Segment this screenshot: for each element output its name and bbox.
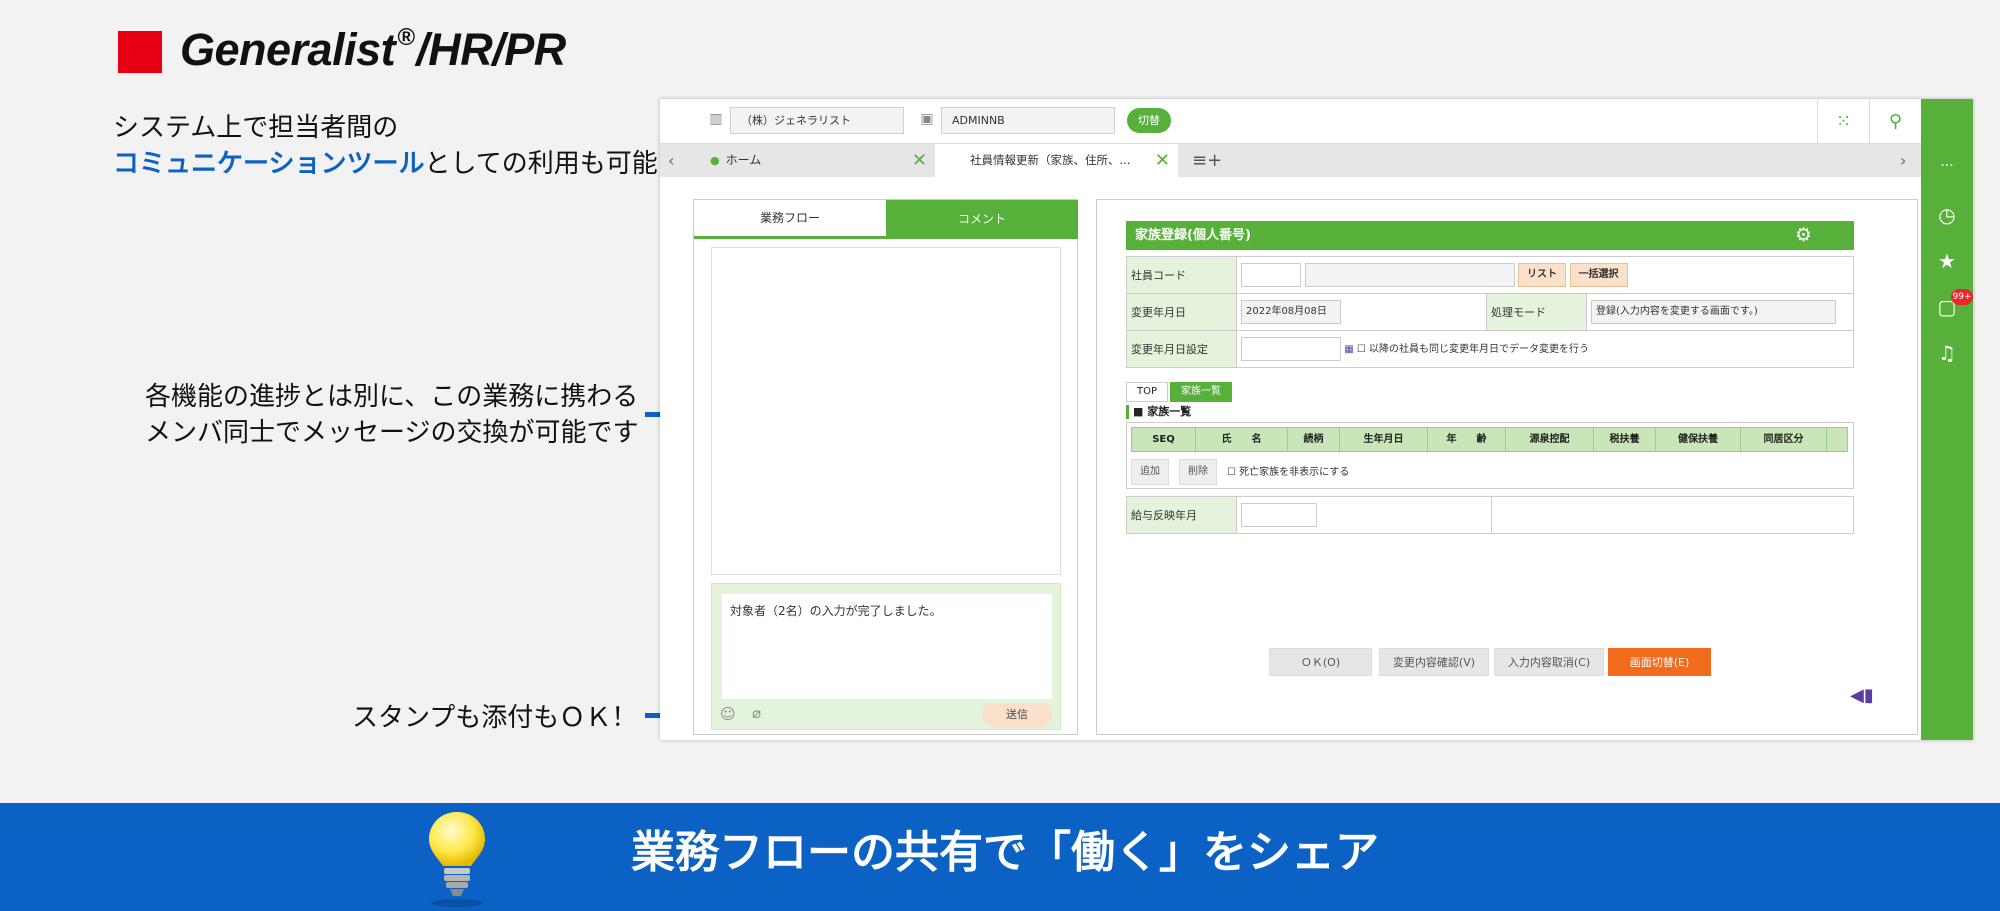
callout-message: 各機能の進捗とは別に、この業務に携わる メンバ同士でメッセージの交換が可能です — [145, 382, 639, 448]
col-cohabitation: 同居区分 — [1741, 428, 1827, 451]
intro-text: システム上で担当者間の コミュニケーションツールとしての利用も可能に。 — [113, 110, 710, 182]
tab-scroll-left-icon[interactable]: ‹ — [668, 151, 675, 170]
change-date-label: 変更年月日 — [1126, 293, 1237, 331]
company-field[interactable]: （株）ジェネラリスト — [730, 107, 904, 134]
close-icon[interactable]: ✕ — [911, 150, 927, 171]
banner-text: 業務フローの共有で「働く」をシェア — [631, 827, 1379, 878]
bottom-banner — [0, 803, 2000, 911]
compose-area: 対象者（2名）の入力が完了しました。 ☺ ⌀ 送信 — [711, 583, 1061, 730]
change-date-setting-input[interactable] — [1241, 337, 1341, 361]
bulk-select-button[interactable]: 一括選択 — [1569, 263, 1628, 287]
col-seq: SEQ — [1132, 428, 1196, 451]
col-health-dependent: 健保扶養 — [1656, 428, 1741, 451]
employee-code-label: 社員コード — [1126, 256, 1237, 294]
subtab-top[interactable]: TOP — [1126, 382, 1169, 402]
add-button[interactable]: 追加 — [1131, 459, 1169, 485]
change-date-setting-label: 変更年月日設定 — [1126, 330, 1237, 368]
callout-stamp: スタンプも添付もＯＫ！ — [352, 703, 638, 733]
brand-title: Generalist®/HR/PR — [180, 24, 566, 75]
right-sidebar: ··· ◷ ★ ▢ 99+ ♫ — [1921, 99, 1973, 740]
history-icon[interactable]: ◷ — [1938, 203, 1956, 227]
process-mode-label: 処理モード — [1486, 293, 1587, 331]
search-icon[interactable]: ⚲ — [1869, 99, 1921, 144]
salary-month-input[interactable] — [1241, 503, 1317, 527]
family-list-title: ■ 家族一覧 — [1126, 405, 1191, 419]
form-panel: 家族登録(個人番号) ⚙ 社員コード リスト 一括選択 変更年月日 2022年0… — [1096, 199, 1918, 735]
message-list — [711, 247, 1061, 575]
employee-form: 社員コード リスト 一括選択 変更年月日 2022年08月08日 処理モード 登… — [1126, 256, 1854, 368]
calendar-icon[interactable]: ▦ — [1344, 344, 1354, 355]
brand-mark — [118, 31, 162, 73]
star-icon[interactable]: ★ — [1938, 249, 1956, 273]
tab-workflow[interactable]: 業務フロー — [694, 200, 886, 239]
intro-line2: コミュニケーションツールとしての利用も可能に。 — [113, 149, 710, 179]
compose-input[interactable]: 対象者（2名）の入力が完了しました。 — [722, 594, 1052, 699]
intro-line1: システム上で担当者間の — [113, 113, 399, 143]
close-icon[interactable]: ✕ — [1154, 150, 1170, 171]
building-icon: ▥ — [709, 111, 723, 127]
process-mode-value: 登録(入力内容を変更する画面です。) — [1591, 300, 1836, 324]
col-relation: 続柄 — [1288, 428, 1340, 451]
attachment-icon[interactable]: ⌀ — [752, 704, 762, 722]
more-icon[interactable]: ··· — [1940, 158, 1954, 174]
app-window: ▥ （株）ジェネラリスト ▣ ADMINNB 切替 ⁙ ⚲ ⇥ ‹ ●ホーム ✕… — [660, 99, 1973, 740]
switch-button[interactable]: 切替 — [1127, 108, 1171, 133]
col-withholding: 源泉控配 — [1506, 428, 1594, 451]
tab-comment[interactable]: コメント — [886, 200, 1078, 239]
salary-month-label: 給与反映年月 — [1126, 496, 1237, 534]
tab-home[interactable]: ●ホーム ✕ — [692, 144, 935, 177]
col-tax-dependent: 税扶養 — [1594, 428, 1656, 451]
family-list-header: SEQ 氏 名 続柄 生年月日 年 齢 源泉控配 税扶養 健保扶養 同居区分 — [1131, 427, 1848, 452]
tab-employee-update[interactable]: 社員情報更新（家族、住所、... ✕ — [935, 144, 1178, 177]
comment-panel: 業務フロー コメント 対象者（2名）の入力が完了しました。 ☺ ⌀ 送信 — [693, 199, 1078, 735]
salary-form: 給与反映年月 — [1126, 496, 1854, 534]
gear-icon[interactable]: ⚙ — [1794, 224, 1812, 246]
col-name: 氏 名 — [1196, 428, 1288, 451]
notification-badge: 99+ — [1951, 289, 1973, 305]
cancel-input-button[interactable]: 入力内容取消(C) — [1494, 648, 1604, 676]
employee-name-display — [1304, 263, 1515, 287]
lightbulb-icon — [429, 812, 485, 907]
back-arrow-icon[interactable]: ◀▮ — [1850, 685, 1874, 706]
tab-scroll-right-icon[interactable]: › — [1900, 151, 1907, 170]
bell-icon[interactable]: ♫ — [1938, 341, 1956, 365]
delete-button[interactable]: 削除 — [1179, 459, 1217, 485]
subtab-family-list[interactable]: 家族一覧 — [1170, 382, 1233, 402]
hide-deceased-checkbox[interactable]: ☐ — [1227, 467, 1236, 478]
grid-icon[interactable]: ⁙ — [1817, 99, 1869, 144]
stamp-icon[interactable]: ☺ — [720, 705, 736, 723]
hide-deceased-option[interactable]: ☐ 死亡家族を非表示にする — [1227, 467, 1350, 478]
screen-switch-button[interactable]: 画面切替(E) — [1608, 648, 1711, 676]
send-button[interactable]: 送信 — [982, 703, 1052, 727]
employee-code-input[interactable] — [1241, 263, 1301, 287]
apply-following-checkbox[interactable]: ☐ — [1356, 344, 1366, 355]
user-field[interactable]: ADMINNB — [941, 107, 1115, 134]
form-title: 家族登録(個人番号) ⚙ — [1126, 221, 1854, 250]
col-age: 年 齢 — [1428, 428, 1506, 451]
ok-button[interactable]: ＯＫ(O) — [1269, 648, 1372, 676]
add-tab-icon[interactable]: ≡+ — [1192, 150, 1223, 171]
list-button[interactable]: リスト — [1518, 263, 1566, 287]
confirm-changes-button[interactable]: 変更内容確認(V) — [1379, 648, 1489, 676]
top-bar: ▥ （株）ジェネラリスト ▣ ADMINNB 切替 ⁙ ⚲ ⇥ — [660, 99, 1955, 144]
pin-icon: ● — [710, 154, 720, 167]
tab-bar: ‹ ●ホーム ✕ 社員情報更新（家族、住所、... ✕ ≡+ › — [660, 144, 1921, 177]
family-list: SEQ 氏 名 続柄 生年月日 年 齢 源泉控配 税扶養 健保扶養 同居区分 追… — [1126, 422, 1854, 489]
change-date-value: 2022年08月08日 — [1241, 300, 1341, 324]
id-badge-icon: ▣ — [920, 111, 934, 127]
col-birthdate: 生年月日 — [1340, 428, 1428, 451]
